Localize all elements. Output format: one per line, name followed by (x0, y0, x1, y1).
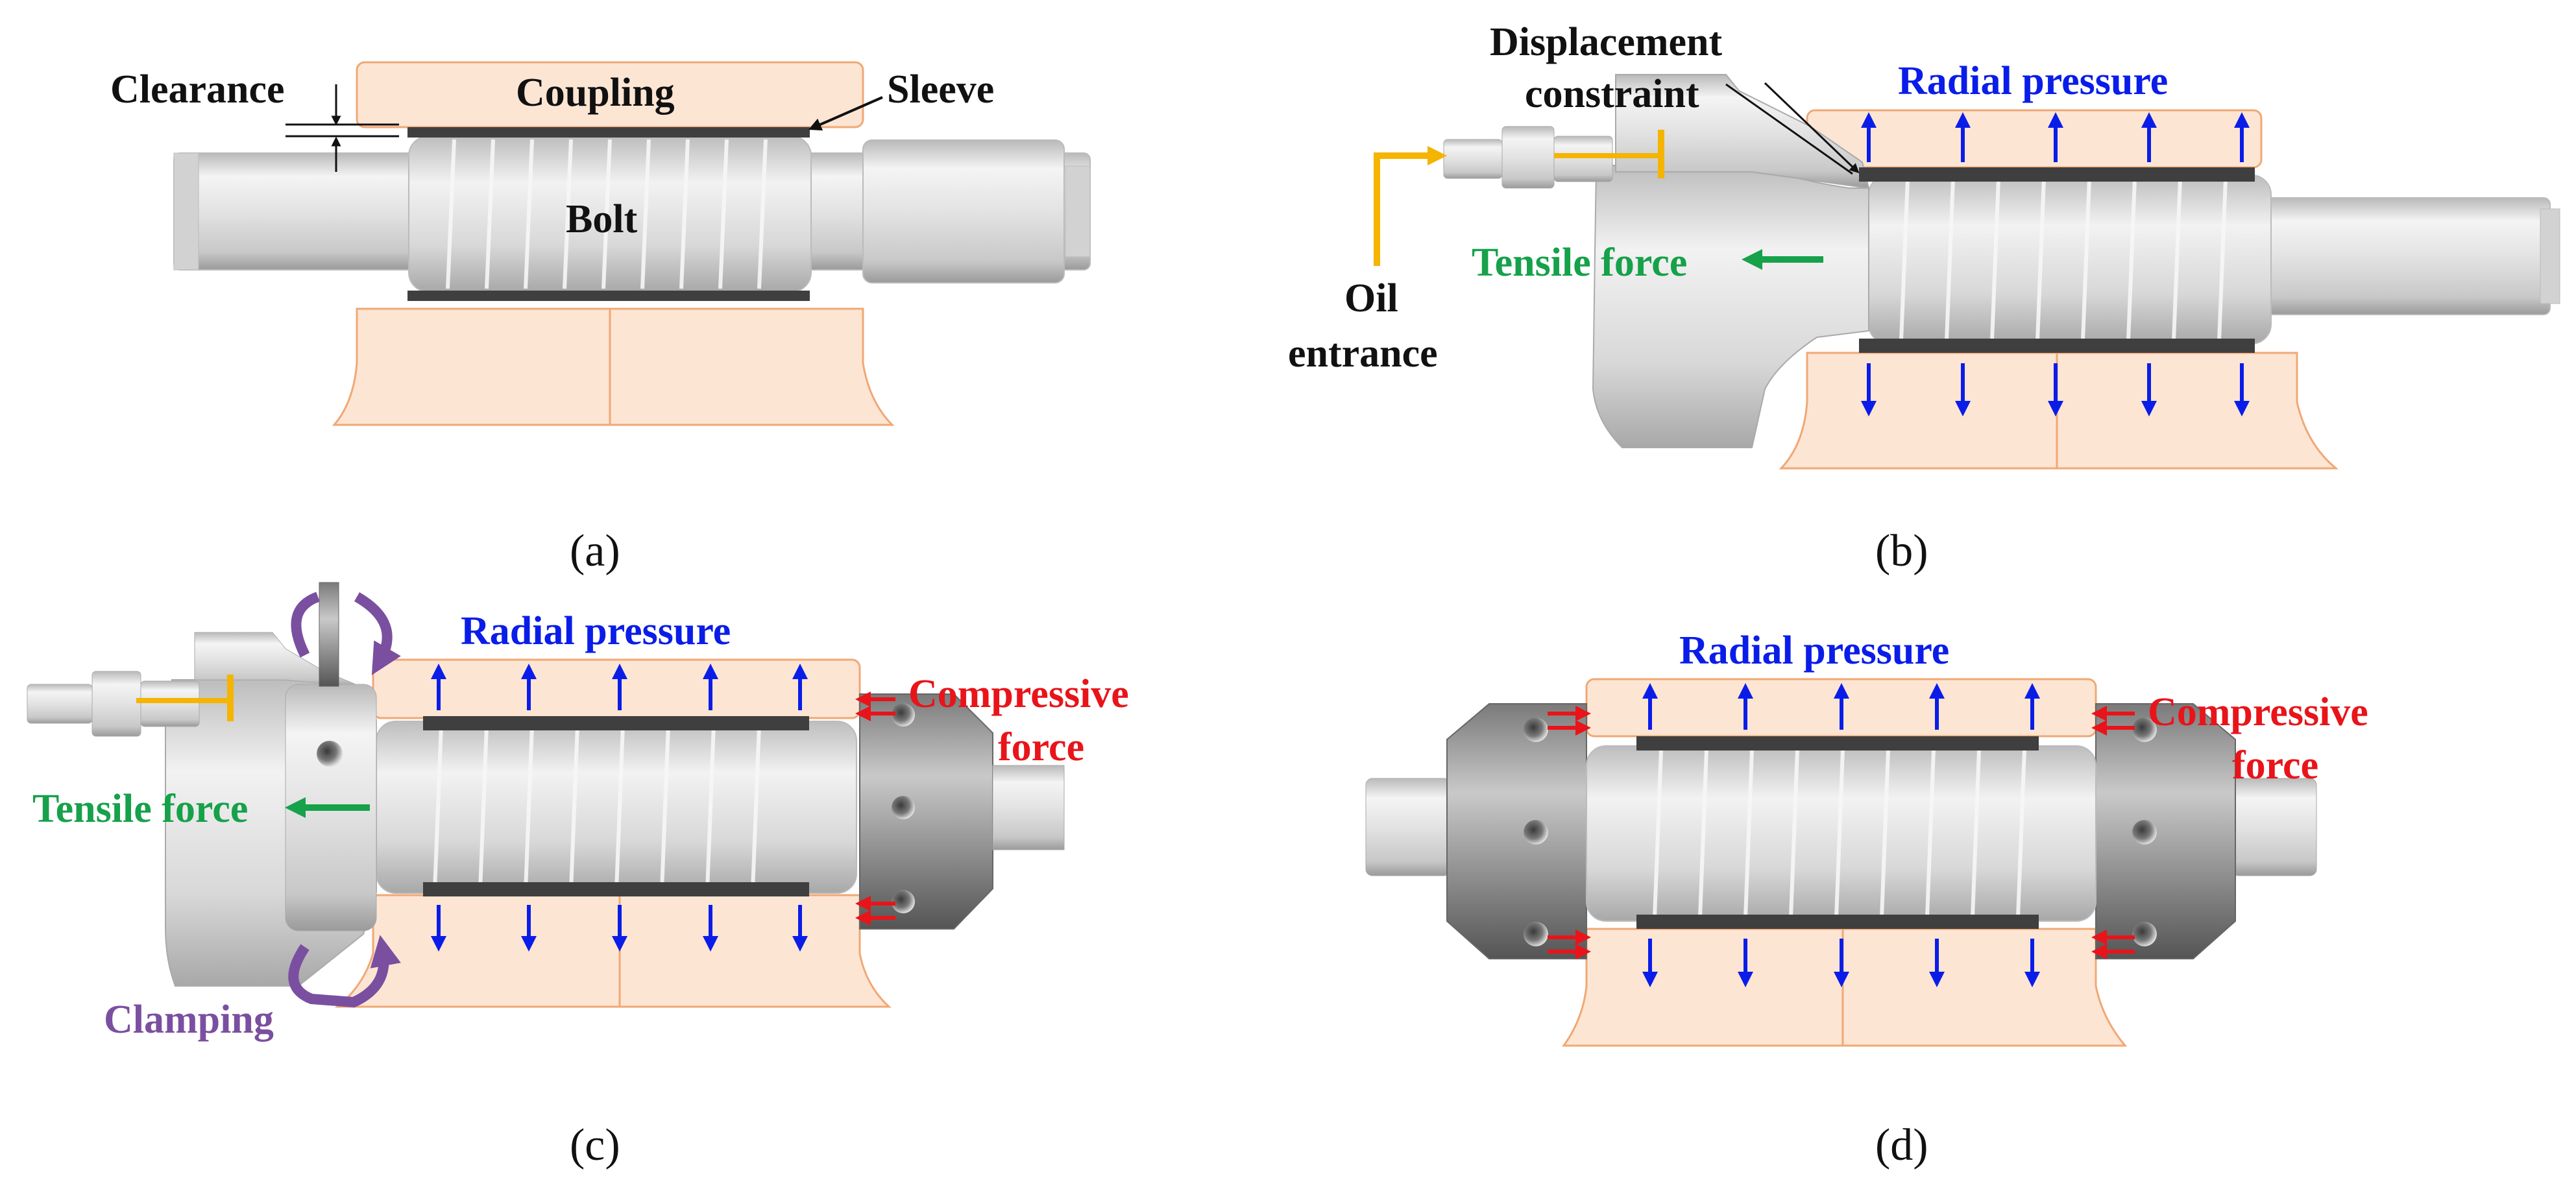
bolt-body (1868, 174, 2272, 344)
panel-b: Displacement constraint Radial pressure … (1288, 20, 2560, 576)
sleeve-top (1859, 167, 2255, 182)
caption-d: (d) (1875, 1120, 1928, 1170)
panel-a: Clearance Coupling Sleeve Bolt (a) (110, 61, 1091, 576)
sleeve-bottom (407, 291, 810, 301)
oil-entrance-label-2: entrance (1288, 331, 1438, 376)
compressive-force-label-1: Compressive (2148, 690, 2368, 734)
caption-c: (c) (570, 1120, 620, 1170)
coupling-lower (334, 894, 892, 1008)
compressive-force-label-2: force (998, 725, 1084, 769)
coupling-upper (1806, 109, 2263, 169)
displacement-constraint-label-1: Displacement (1490, 20, 1723, 64)
clamping-rod (319, 582, 339, 687)
sleeve-top (407, 127, 810, 138)
hydraulic-nut-right (2095, 703, 2236, 959)
tensile-force-label: Tensile force (32, 787, 248, 831)
panel-c: Radial pressure Compressive force Tensil… (27, 582, 1129, 1170)
hydraulic-nut-right (859, 693, 993, 930)
sleeve-bottom (1636, 915, 2039, 929)
caption-a: (a) (570, 526, 620, 576)
caption-b: (b) (1875, 526, 1928, 576)
clearance-label: Clearance (110, 67, 285, 112)
panel-d: Radial pressure Compressive force (d) (1365, 629, 2368, 1170)
radial-pressure-label: Radial pressure (1679, 629, 1949, 673)
compressive-force-label-2: force (2232, 743, 2318, 787)
coupling-upper (372, 658, 861, 719)
sleeve-bottom (1859, 339, 2255, 353)
oil-entrance-label-1: Oil (1344, 276, 1398, 320)
radial-pressure-label: Radial pressure (461, 609, 731, 653)
sleeve-top (1636, 736, 2039, 751)
sleeve-bottom (423, 882, 809, 896)
radial-pressure-label: Radial pressure (1898, 59, 2168, 103)
sleeve-top (423, 716, 809, 730)
displacement-constraint-label-2: constraint (1525, 72, 1699, 116)
coupling-lower (332, 307, 895, 426)
clamping-arrow-bottom (288, 935, 401, 1008)
coupling-lower (1779, 352, 2339, 470)
compressive-force-label-1: Compressive (908, 672, 1129, 716)
clamping-arrow-top (354, 592, 401, 675)
coupling-lower (1562, 928, 2128, 1047)
hydraulic-nut-left (1446, 703, 1587, 959)
bolt-label: Bolt (566, 197, 638, 241)
tensile-force-label: Tensile force (1472, 241, 1687, 285)
clamping-label: Clamping (104, 998, 274, 1042)
oil-line (1374, 146, 1447, 266)
sleeve-label: Sleeve (887, 67, 994, 112)
coupling-label: Coupling (516, 71, 675, 115)
